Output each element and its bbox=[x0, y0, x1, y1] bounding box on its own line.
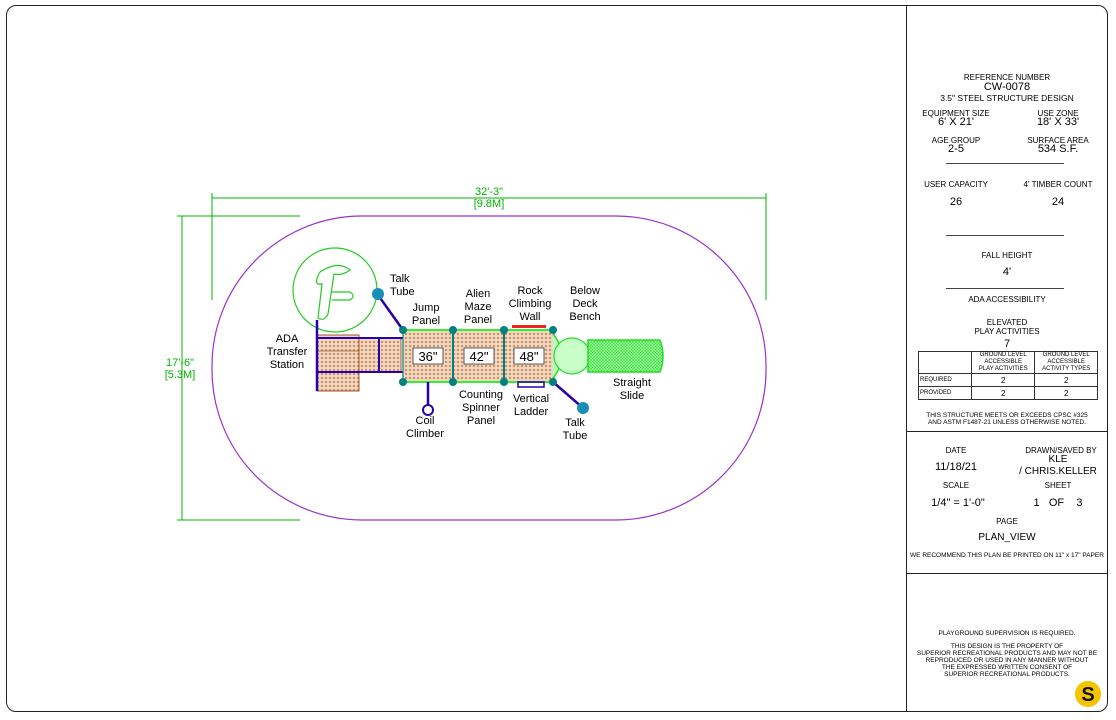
scale: 1/4" = 1'-0" bbox=[931, 497, 985, 509]
coil-climber bbox=[422, 382, 434, 416]
reference-number: CW-0078 bbox=[983, 81, 1031, 93]
table-row: REQUIRED 2 2 bbox=[918, 373, 1098, 387]
ada-cell: 2 bbox=[970, 373, 1036, 387]
ada-cell: 2 bbox=[1034, 386, 1098, 400]
vertical-ladder bbox=[517, 381, 545, 388]
sheet: 1 OF 3 bbox=[1033, 497, 1083, 509]
equipment-size: 6' X 21' bbox=[937, 116, 974, 128]
spinner-logo-symbol bbox=[292, 247, 378, 333]
use-zone-outline bbox=[211, 215, 767, 521]
svg-text:S: S bbox=[1081, 684, 1094, 706]
fall-height-label: FALL HEIGHT bbox=[981, 251, 1033, 260]
divider bbox=[946, 235, 1064, 236]
date-label: DATE bbox=[945, 446, 967, 455]
deck-height-42: 42" bbox=[469, 349, 488, 364]
timber-count-label: 4' TIMBER COUNT bbox=[1023, 180, 1093, 189]
structure-design: 3.5" STEEL STRUCTURE DESIGN bbox=[940, 93, 1074, 103]
ada-row-label: PROVIDED bbox=[918, 386, 972, 400]
divider bbox=[906, 431, 1108, 432]
surface-area-label: SURFACE AREA bbox=[1027, 136, 1089, 145]
talk-tube-top bbox=[372, 288, 405, 331]
width-dimension-label: 32'-3" bbox=[475, 186, 503, 198]
divider bbox=[946, 288, 1064, 289]
company-logo: S bbox=[1075, 681, 1101, 707]
age-group-label: AGE GROUP bbox=[931, 136, 981, 145]
reference-number-label: REFERENCE NUMBER bbox=[963, 73, 1051, 82]
use-zone-label: USE ZONE bbox=[1037, 109, 1079, 118]
ada-cell: 2 bbox=[1034, 373, 1098, 387]
surface-area: 534 S.F. bbox=[1037, 143, 1079, 155]
use-zone: 18' X 33' bbox=[1036, 116, 1080, 128]
deck-height-36: 36" bbox=[418, 349, 437, 364]
talk-tube-bottom bbox=[552, 381, 589, 414]
property-note: THIS DESIGN IS THE PROPERTY OF SUPERIOR … bbox=[916, 643, 1098, 678]
height-dimension bbox=[177, 215, 300, 521]
timber-count: 24 bbox=[1051, 196, 1065, 208]
table-row: PROVIDED 2 2 bbox=[918, 386, 1098, 400]
compliance-note: THIS STRUCTURE MEETS OR EXCEEDS CPSC #32… bbox=[926, 412, 1088, 426]
age-group: 2-5 bbox=[948, 143, 964, 155]
drawing-frame bbox=[6, 5, 1108, 712]
posts bbox=[399, 326, 557, 386]
elevated-play-count: 7 bbox=[1003, 338, 1011, 350]
ada-row-label: REQUIRED bbox=[918, 373, 972, 387]
sheet-label: SHEET bbox=[1044, 481, 1072, 490]
drawn-by-label: DRAWN/SAVED BY bbox=[1025, 446, 1097, 455]
equipment-size-label: EQUIPMENT SIZE bbox=[922, 109, 990, 118]
ada-cell: 2 bbox=[970, 386, 1036, 400]
height-dimension-metric: [5.3M] bbox=[165, 369, 196, 381]
divider bbox=[946, 163, 1064, 164]
plan-view-drawing: 32'-3" [9.8M] 17'-6" [5.3M] 36" 42" 48" bbox=[165, 186, 767, 521]
ada-accessibility-label: ADA ACCESSIBILITY bbox=[968, 295, 1046, 304]
width-dimension-metric: [9.8M] bbox=[474, 198, 505, 210]
ada-transfer-station bbox=[315, 320, 405, 392]
print-note: WE RECOMMEND THIS PLAN BE PRINTED ON 11"… bbox=[910, 552, 1104, 559]
straight-slide bbox=[587, 339, 664, 373]
title-block bbox=[906, 5, 1109, 712]
divider bbox=[906, 573, 1108, 574]
page-name: PLAN_VIEW bbox=[978, 532, 1036, 543]
supervision-note: PLAYGROUND SUPERVISION IS REQUIRED. bbox=[938, 630, 1076, 637]
drawn-by: KLE/ CHRIS.KELLER bbox=[1019, 454, 1097, 477]
page-label: PAGE bbox=[996, 517, 1018, 526]
deck-height-48: 48" bbox=[519, 349, 538, 364]
date: 11/18/21 bbox=[934, 461, 977, 473]
width-dimension bbox=[211, 193, 767, 300]
height-dimension-label: 17'-6" bbox=[166, 357, 194, 369]
user-capacity-label: USER CAPACITY bbox=[924, 180, 988, 189]
slide-hood bbox=[553, 337, 591, 375]
rock-climbing-wall bbox=[512, 325, 546, 328]
user-capacity: 26 bbox=[949, 196, 963, 208]
scale-label: SCALE bbox=[942, 481, 970, 490]
fall-height: 4' bbox=[1002, 266, 1012, 278]
